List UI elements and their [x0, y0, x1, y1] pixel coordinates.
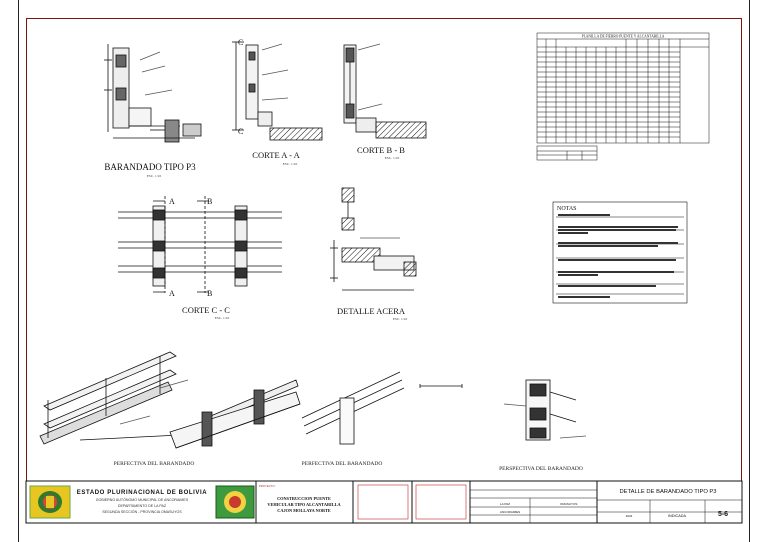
corte-bb-drawing	[343, 43, 427, 139]
field-3-value: ANCORAIMES	[500, 510, 520, 514]
project-line-2: VEHICULAR TIPO ALCANTARILLA	[267, 502, 341, 507]
municipal-logo	[215, 485, 255, 519]
perspective-3-title: PERSPECTIVA DEL BARANDADO	[499, 466, 583, 472]
title-block	[25, 480, 743, 524]
field-2-value: OMASUYOS	[560, 502, 577, 506]
section-mark-b-bottom: B	[207, 289, 212, 298]
corte-bb-title: CORTE B - B	[357, 145, 405, 155]
barandado-tipo-scale: ESC. 1:10	[147, 174, 162, 178]
corte-aa-scale: ESC. 1:10	[283, 162, 298, 166]
sheet-title: DETALLE DE BARANDADO TIPO P3	[619, 489, 716, 495]
planilla-table	[536, 32, 710, 161]
perspective-2-drawing	[169, 379, 301, 449]
notes-title: NOTAS	[557, 206, 577, 212]
perspective-4-drawing	[503, 379, 587, 441]
section-mark-c-bottom: C	[238, 127, 243, 136]
corte-cc-drawing	[118, 196, 282, 293]
notes-box	[552, 201, 688, 304]
entity-line-1: GOBIERNO AUTÓNOMO MUNICIPAL DE ANCORAIME…	[96, 497, 189, 502]
sheet-number: 5-6	[718, 511, 728, 518]
project-line-1: CONSTRUCCION PUENTE	[277, 496, 331, 501]
corte-bb-scale: ESC. 1:10	[385, 156, 400, 160]
planilla-title: PLANILLA DE FIERRO PUENTE Y ALCANTARILLA	[582, 35, 665, 39]
perspective-1-title: PERFECTIVA DEL BARANDADO	[114, 461, 195, 467]
corte-cc-title: CORTE C - C	[182, 305, 230, 315]
detalle-acera-drawing	[330, 187, 417, 291]
corte-aa-title: CORTE A - A	[252, 150, 300, 160]
date-value: 2024	[626, 514, 633, 518]
bolivia-coat-of-arms-logo	[29, 485, 71, 519]
left-edge-line	[18, 0, 19, 542]
perspective-1-drawing	[39, 351, 201, 445]
detalle-acera-scale: ESC. 1:10	[393, 317, 408, 321]
barandado-tipo-title: BARANDADO TIPO P3	[104, 162, 196, 172]
detalle-acera-title: DETALLE ACERA	[337, 306, 406, 316]
section-mark-a-top: A	[169, 197, 175, 206]
scale-value: INDICADA	[668, 514, 687, 518]
entity-line-3: SEGUNDA SECCIÓN - PROVINCIA OMASUYOS	[102, 509, 182, 514]
project-line-3: CAJON MOLLAYA NORTE	[277, 508, 331, 513]
section-mark-b-top: B	[207, 197, 212, 206]
field-1-value: LA PAZ	[500, 502, 510, 506]
project-label: PROYECTO:	[259, 484, 276, 488]
notes-lines	[558, 214, 678, 298]
right-edge-line	[749, 0, 750, 542]
section-mark-a-bottom: A	[169, 289, 175, 298]
corte-cc-scale: ESC. 1:10	[215, 316, 230, 320]
perspective-3-drawing	[301, 371, 463, 445]
section-mark-c-top: C	[238, 38, 243, 47]
corte-aa-drawing	[232, 41, 323, 141]
entity-line-2: DEPARTAMENTO DE LA PAZ	[118, 504, 167, 508]
barandado-tipo-drawing	[104, 44, 202, 143]
entity-title: ESTADO PLURINACIONAL DE BOLIVIA	[77, 490, 207, 496]
perspective-2-title: PERFECTIVA DEL BARANDADO	[302, 461, 383, 467]
